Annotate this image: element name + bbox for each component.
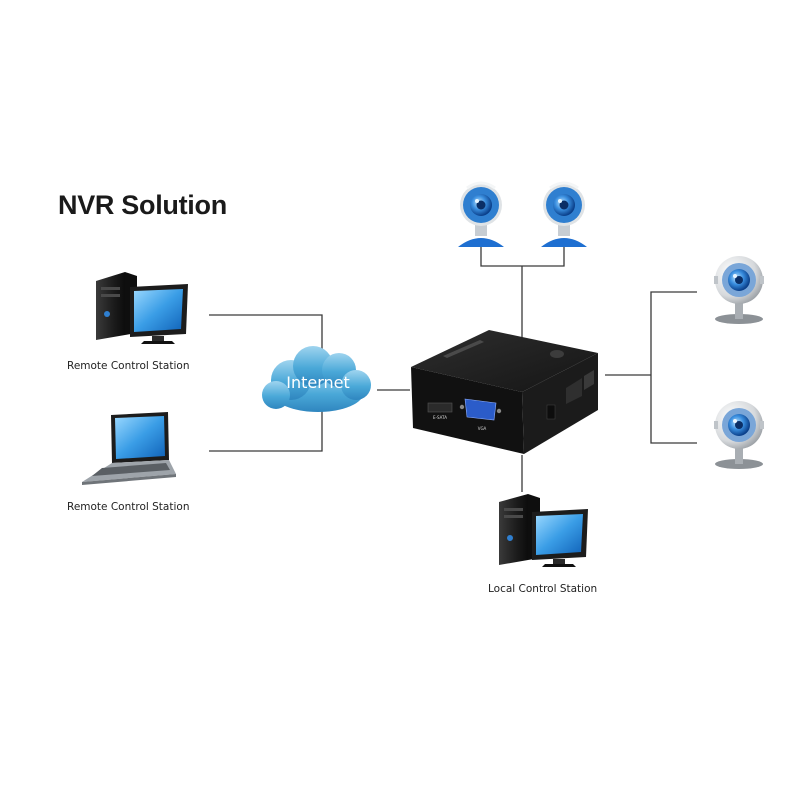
ip-camera-icon [714,256,764,324]
cloud-icon: Internet [262,346,371,412]
local-station-caption: Local Control Station [488,583,598,595]
webcam-icon [541,181,587,247]
ip-camera-icon [714,401,764,469]
connection-lines [209,247,697,492]
remote-desktop-caption: Remote Control Station [67,360,190,372]
esata-port-label: E-SATA [433,415,447,420]
vga-port-label: VGA [478,426,487,431]
laptop-icon [82,412,176,485]
diagram-title: NVR Solution [58,190,227,220]
nvr-box-icon: E-SATA VGA [411,330,598,454]
desktop-computer-icon [96,272,188,344]
desktop-computer-icon [499,494,588,567]
webcam-icon [458,181,504,247]
remote-laptop-caption: Remote Control Station [67,501,190,513]
internet-label: Internet [286,373,350,392]
